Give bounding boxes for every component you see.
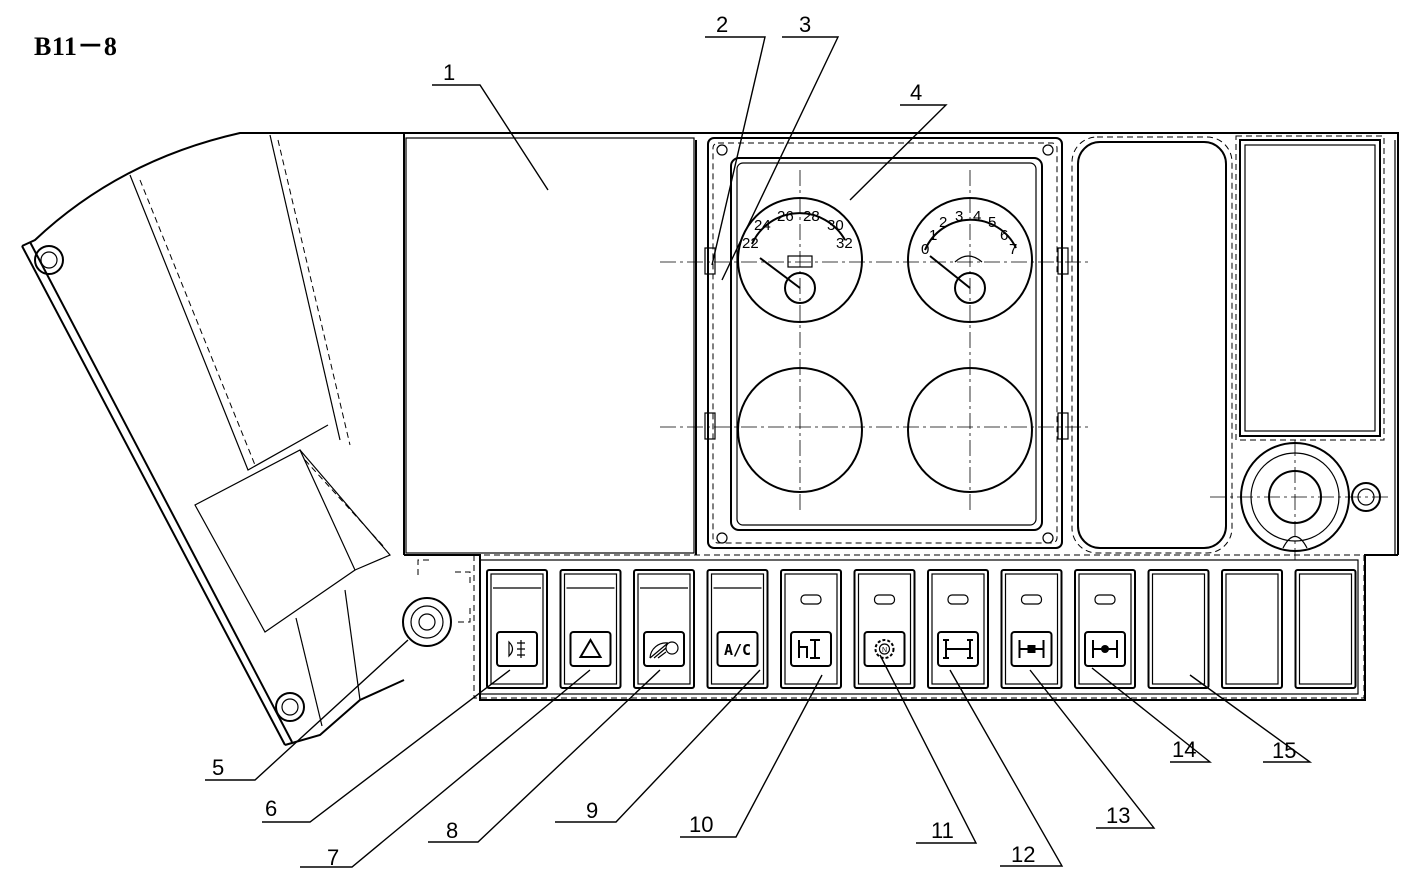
wiper-icon [649,641,679,659]
switch-11[interactable] [1221,569,1283,689]
callout-3: 3 [799,12,811,37]
axle-lock-icon [943,639,973,659]
switch-8[interactable] [1000,569,1063,689]
figure-title: B11－8 [34,32,118,61]
oil-scale-4: 4 [973,208,981,225]
voltmeter-scale-28: 28 [803,208,820,225]
callout-9: 9 [586,798,598,823]
right-storage [1071,135,1390,560]
inter-axle-lock-icon [1018,640,1045,658]
oil-scale-3: 3 [955,208,963,225]
rotary-switch [402,559,471,647]
callout-8: 8 [446,818,458,843]
voltmeter-scale-24: 24 [754,217,771,234]
hazard-warning-icon [578,638,603,658]
indicator-lamp [800,594,822,605]
callout-7: 7 [327,845,339,870]
voltmeter-scale-26: 26 [777,208,794,225]
voltmeter-scale-30: 30 [827,217,844,234]
callout-14: 14 [1172,737,1196,762]
indicator-lamp [1020,594,1043,605]
ac-text: A/C [724,641,751,659]
callout-4: 4 [910,80,922,105]
indicator-lamp [1094,594,1116,605]
switch-10[interactable] [1147,569,1210,689]
neutral-letter: N [882,647,887,654]
ac-label: A/C [724,641,751,659]
voltmeter-scale-22: 22 [742,235,759,252]
empty-gauge-slot-left [737,367,863,493]
oil-scale-1: 1 [929,227,937,244]
switch-3[interactable] [633,569,695,689]
oil-scale-2: 2 [939,214,947,231]
callout-5: 5 [212,755,224,780]
instrument-cluster: 22 24 26 28 30 32 0 1 2 3 4 5 6 7 [660,137,1090,549]
indicator-lamp [873,594,896,605]
callout-11: 11 [931,818,954,843]
empty-gauge-slot-right [907,367,1033,493]
switch-bank-frame [479,559,1359,695]
dash-outline [403,132,1399,701]
voltmeter-gauge: 22 24 26 28 30 32 [737,197,863,323]
callout-6: 6 [265,796,277,821]
fog-lamp-icon [508,640,525,658]
switch-9[interactable] [1074,569,1136,689]
oil-scale-0: 0 [921,241,929,258]
oil-scale-5: 5 [988,214,996,231]
switch-1[interactable] [486,569,548,689]
small-knob [1351,482,1381,512]
switch-5[interactable] [780,569,842,689]
switch-6[interactable]: N [853,569,916,689]
callout-12: 12 [1011,842,1035,867]
switch-7[interactable] [927,569,989,689]
callout-15: 15 [1272,738,1296,763]
switch-12[interactable] [1294,569,1357,689]
rear-axle-lock-icon [1092,640,1118,658]
callouts: 1 2 3 4 5 6 7 8 9 10 11 12 13 14 15 [205,12,1313,870]
callout-10: 10 [689,812,713,837]
neutral-gear-icon: N [874,639,895,659]
oil-scale-7: 7 [1009,241,1017,258]
blank-cover-panel [405,137,695,554]
callout-2: 2 [716,12,728,37]
callout-13: 13 [1106,803,1130,828]
switch-2[interactable] [559,569,622,689]
indicator-lamp [947,594,969,605]
voltmeter-scale-32: 32 [836,235,853,252]
differential-lock-icon [798,639,820,659]
callout-1: 1 [443,60,455,85]
switch-bank: A/C N [486,569,1357,689]
switch-4[interactable]: A/C [706,569,769,689]
oil-pressure-gauge: 0 1 2 3 4 5 6 7 [907,197,1033,323]
oil-scale-6: 6 [1000,227,1008,244]
left-angled-panel [21,132,405,746]
